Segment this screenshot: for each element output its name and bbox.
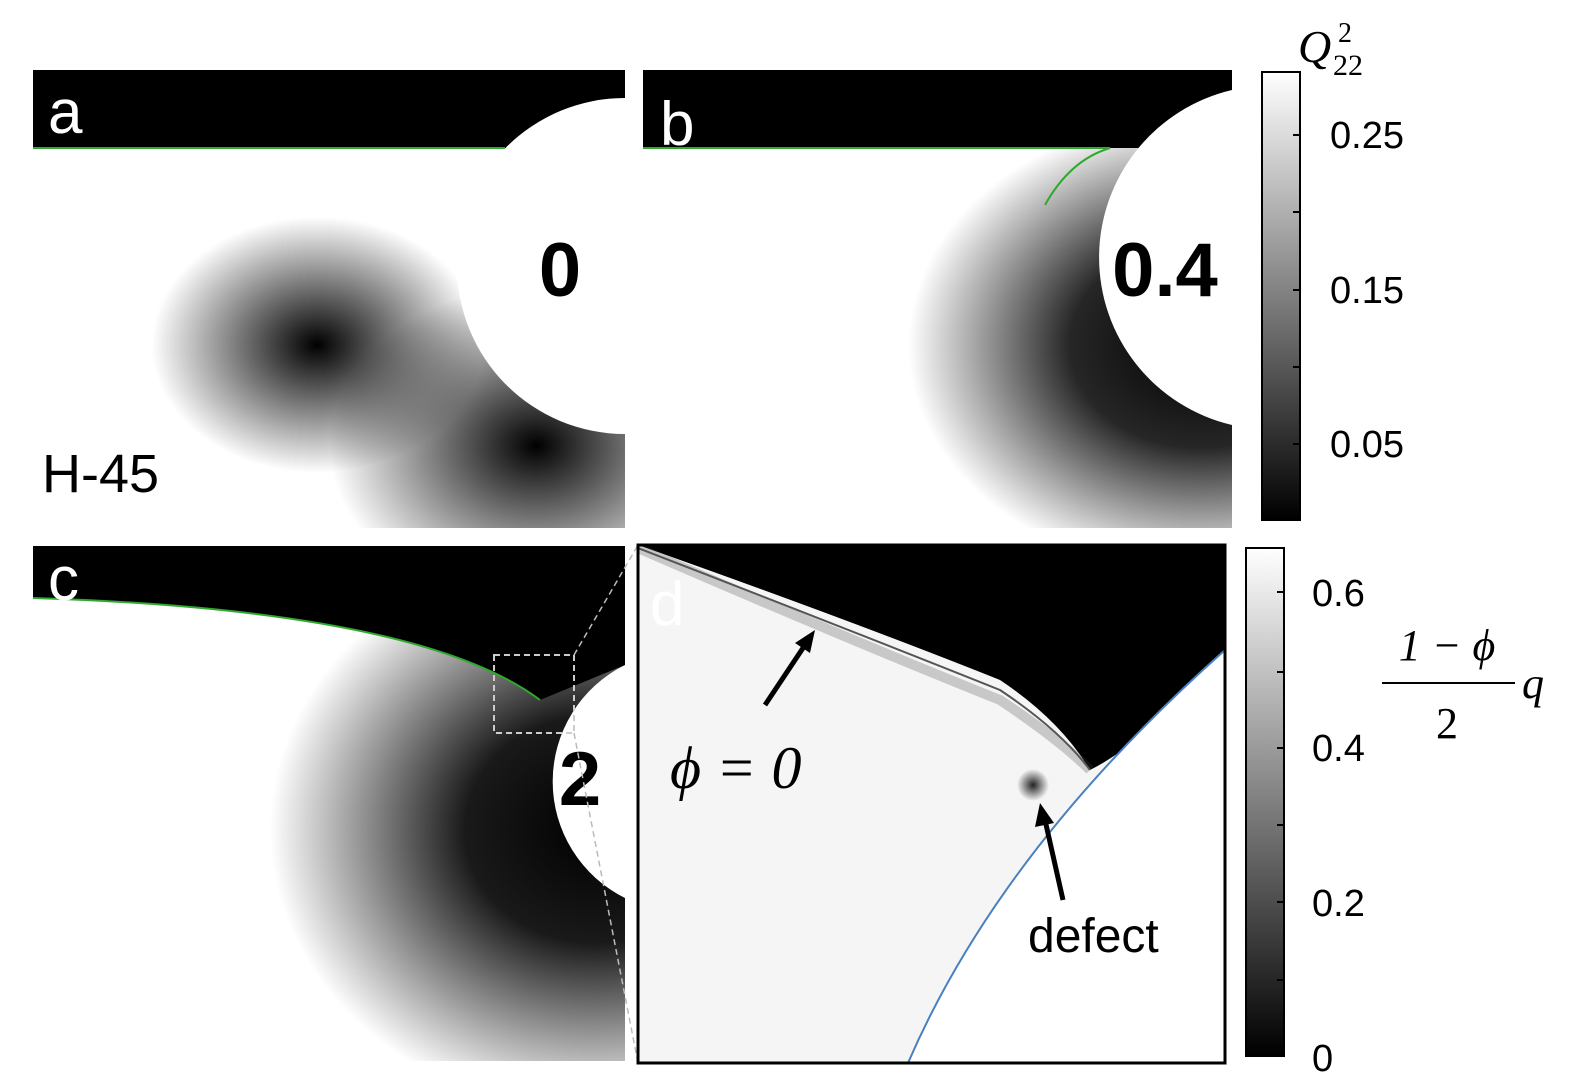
top-phase-c (33, 546, 625, 700)
cbar-bottom-tick-06: 0.6 (1312, 573, 1365, 615)
cbar-top-label-sub: 22 (1333, 49, 1363, 82)
panel-d-frame (636, 543, 1227, 1065)
panel-value-c: 2 (559, 737, 601, 822)
zoom-connector-top (573, 544, 639, 656)
particle-d (908, 650, 1225, 1063)
panel-note-a: H-45 (42, 444, 159, 504)
cbar-bottom-tick-04: 0.4 (1312, 728, 1365, 770)
cbar-top-tick-025: 0.25 (1330, 115, 1404, 157)
panel-letter-d: d (650, 570, 684, 639)
panel-a (33, 70, 625, 528)
defect-arrow-head (1035, 803, 1054, 827)
colorbar-top: 0.25 0.15 0.05 Q 22 2 (1261, 18, 1404, 521)
interface-line-b (643, 147, 1111, 206)
panel-c (33, 546, 625, 1061)
panel-letter-a: a (48, 78, 83, 147)
particle-c (552, 665, 625, 898)
panel-value-a: 0 (539, 228, 581, 313)
panel-letter-b: b (660, 90, 694, 159)
cbar-bottom-label-denominator: 2 (1436, 699, 1458, 748)
particle-a (457, 98, 625, 434)
cbar-bottom-label-suffix: q (1522, 659, 1544, 708)
cbar-top-tick-005: 0.05 (1330, 424, 1404, 466)
panel-letter-c: c (48, 545, 79, 614)
panel-value-b: 0.4 (1112, 228, 1218, 313)
zoom-box (493, 654, 575, 734)
zoom-connector-bottom (573, 732, 639, 1064)
phi-label: ϕ = 0 (670, 735, 802, 801)
particle-b (1099, 90, 1232, 425)
defect-spot (1017, 769, 1049, 801)
colorbar-bottom: 0.6 0.4 0.2 0 1 − ϕ 2 q (1245, 547, 1544, 1080)
cbar-top-label-sup: 2 (1338, 18, 1352, 49)
top-phase-d (638, 545, 1225, 770)
cbar-bottom-tick-02: 0.2 (1312, 883, 1365, 925)
cbar-top-tick-015: 0.15 (1330, 270, 1404, 312)
interface-line-c (33, 597, 541, 701)
phi-arrow-head (795, 630, 815, 653)
phi-arrow (762, 643, 808, 707)
cbar-bottom-tick-0: 0 (1312, 1038, 1333, 1080)
interface-line-d (907, 649, 1225, 1063)
panel-b (643, 70, 1232, 528)
defect-arrow (1042, 819, 1066, 901)
cbar-top-label: Q (1298, 21, 1331, 72)
panel-d (638, 545, 1225, 1063)
phi-contour (638, 547, 1091, 771)
defect-label: defect (1028, 910, 1159, 963)
top-phase-b (643, 70, 1232, 148)
cbar-bottom-label-numerator: 1 − ϕ (1399, 621, 1495, 670)
